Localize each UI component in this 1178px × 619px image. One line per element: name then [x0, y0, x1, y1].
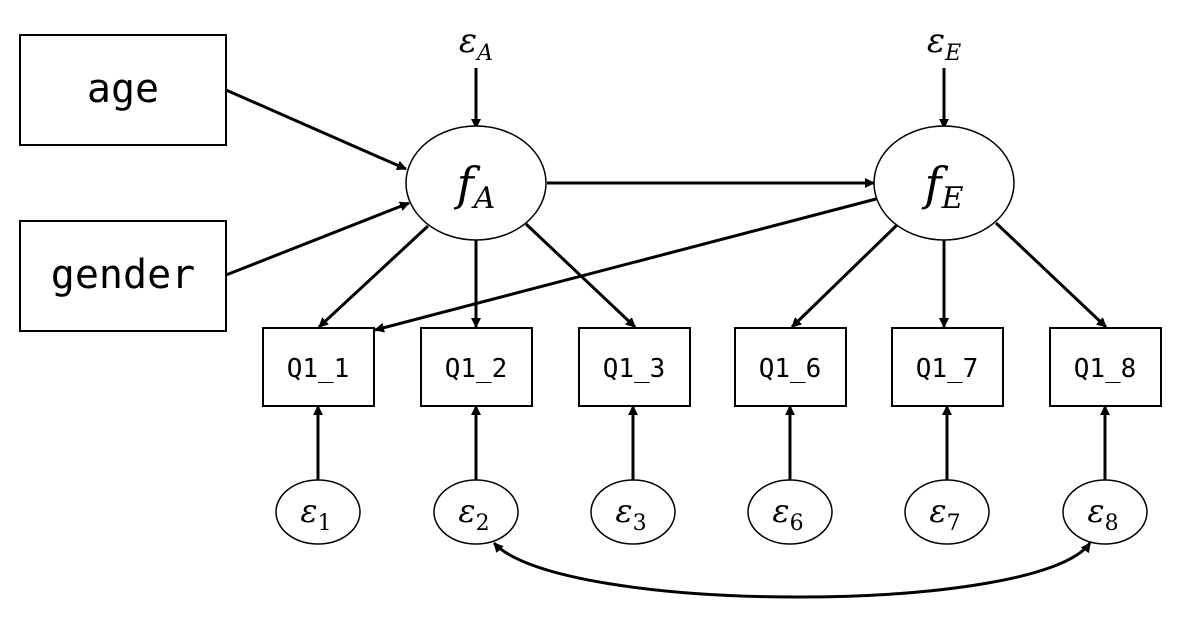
node-q1_1-label: Q1_1 [287, 354, 350, 384]
node-e2-label: ε2 [458, 492, 489, 536]
node-e1-base: ε [300, 492, 317, 530]
error-eA-sub: A [475, 41, 493, 66]
node-fA-sub: A [471, 181, 496, 216]
node-e7-label: ε7 [929, 492, 960, 536]
node-q1_3: Q1_3 [578, 327, 691, 407]
error-eA-label: εA [459, 21, 493, 66]
node-q1_8: Q1_8 [1049, 327, 1162, 407]
edges [225, 68, 1110, 599]
node-e2-sub: 2 [476, 511, 490, 536]
node-e8-base: ε [1087, 492, 1104, 530]
node-e8: ε8 [1062, 479, 1148, 545]
node-e1-label: ε1 [300, 492, 331, 536]
node-q1_7: Q1_7 [891, 327, 1004, 407]
node-gender: gender [19, 220, 227, 332]
node-e6-label: ε6 [772, 492, 803, 536]
node-q1_2: Q1_2 [420, 327, 533, 407]
path-gender-to-fA [225, 201, 410, 277]
covariance-e2-e8 [492, 541, 1092, 599]
node-age: age [19, 34, 227, 146]
node-age-label: age [87, 66, 159, 112]
node-e6-sub: 6 [790, 511, 804, 536]
node-fE-label: fE [922, 157, 964, 216]
node-e6-base: ε [772, 492, 789, 530]
node-e1: ε1 [275, 479, 361, 545]
node-e8-sub: 8 [1105, 511, 1119, 536]
node-gender-label: gender [51, 252, 196, 298]
node-q1_6: Q1_6 [734, 327, 847, 407]
node-fA: fA [405, 125, 547, 241]
loading-fE-to-q1_6 [790, 223, 899, 329]
error-eE-base: ε [927, 21, 945, 61]
loading-fE-to-q1_1 [374, 197, 877, 333]
node-e7: ε7 [904, 479, 990, 545]
node-e2-base: ε [458, 492, 475, 530]
node-q1_3-label: Q1_3 [603, 354, 666, 384]
node-e7-sub: 7 [947, 511, 961, 536]
node-fE-sub: E [941, 181, 964, 216]
node-e2: ε2 [433, 479, 519, 545]
node-q1_2-label: Q1_2 [445, 354, 508, 384]
loading-fE-to-q1_8 [994, 221, 1108, 329]
node-e3-base: ε [615, 492, 632, 530]
node-q1_6-label: Q1_6 [759, 354, 822, 384]
node-e3-label: ε3 [615, 492, 646, 536]
node-e6: ε6 [747, 479, 833, 545]
loading-fA-to-q1_1 [317, 224, 430, 329]
node-q1_7-label: Q1_7 [916, 354, 979, 384]
error-eA-base: ε [459, 21, 477, 61]
path-age-to-fA [225, 88, 407, 171]
node-e3-sub: 3 [633, 511, 647, 536]
node-e8-label: ε8 [1087, 492, 1118, 536]
error-eE-sub: E [944, 41, 961, 66]
node-fE: fE [873, 125, 1015, 241]
node-q1_1: Q1_1 [262, 327, 375, 407]
node-e7-base: ε [929, 492, 946, 530]
node-q1_8-label: Q1_8 [1074, 354, 1137, 384]
node-e1-sub: 1 [318, 511, 332, 536]
error-eE-label: εE [927, 21, 961, 66]
node-e3: ε3 [590, 479, 676, 545]
